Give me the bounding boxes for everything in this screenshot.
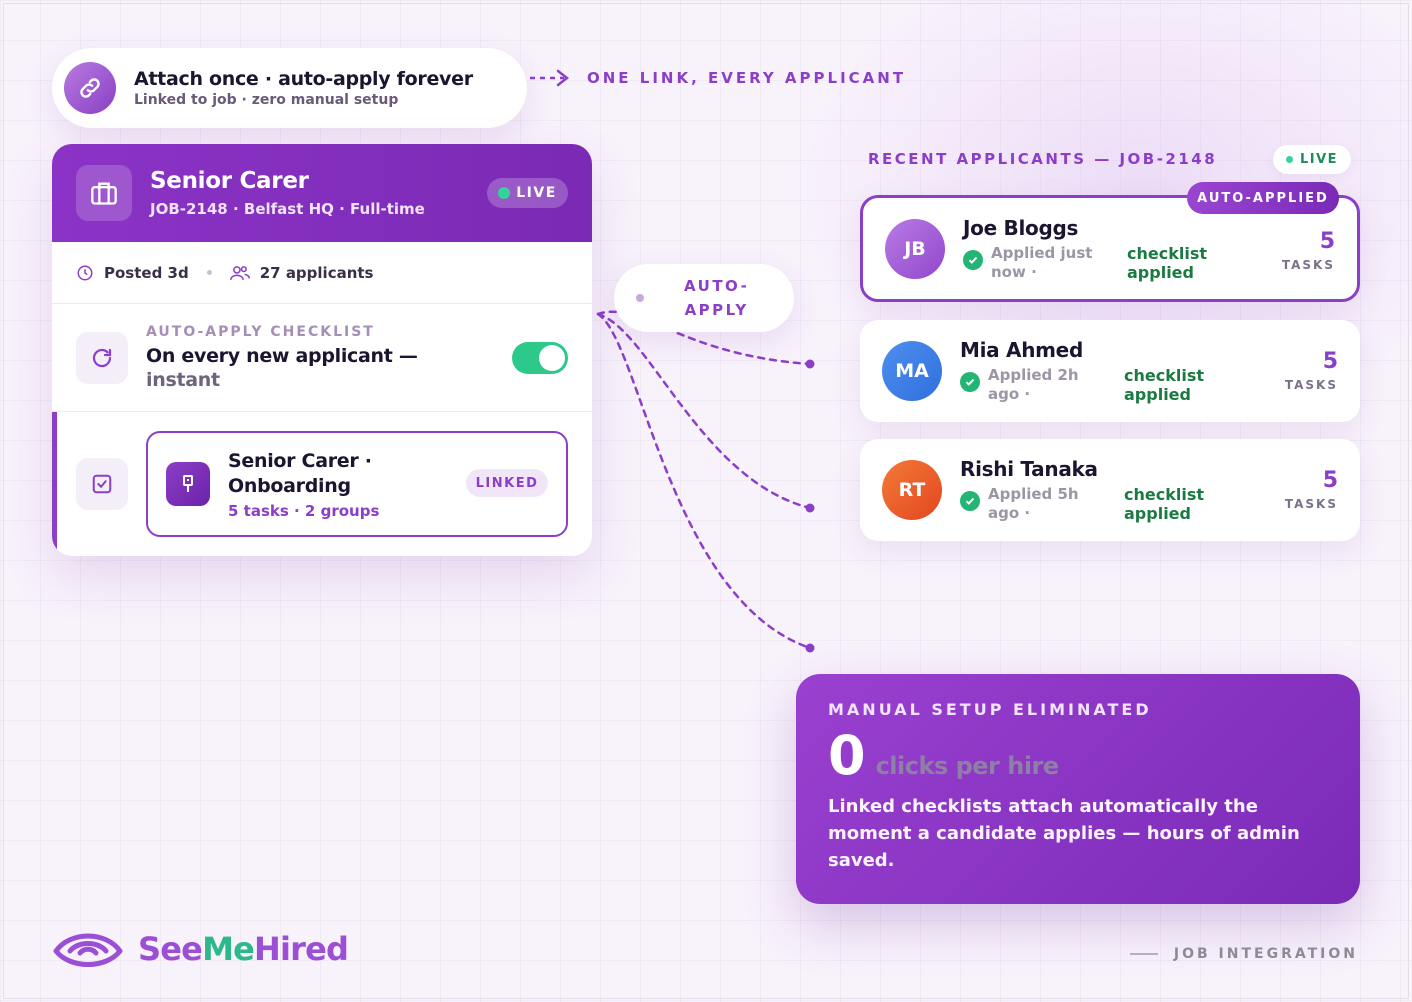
- task-count-label: TASKS: [1284, 497, 1338, 511]
- manual-setup-description: Linked checklists attach automatically t…: [828, 796, 1300, 871]
- task-count-label: TASKS: [1281, 258, 1335, 272]
- clicks-value: 0: [828, 724, 866, 787]
- live-dot-icon: [1285, 156, 1293, 163]
- logo-see: See: [138, 930, 203, 968]
- auto-apply-label: AUTO-APPLY CHECKLIST: [146, 323, 375, 340]
- users-icon: [229, 265, 250, 280]
- auto-apply-caption: AUTO- APPLY: [684, 274, 749, 322]
- connector-dot: [805, 359, 815, 369]
- job-card: Senior Carer JOB-2148 · Belfast HQ · Ful…: [52, 144, 592, 556]
- seemehired-logo: SeeMeHired: [52, 925, 349, 973]
- applied-time: Applied 5h ago ·: [988, 485, 1079, 522]
- job-subtitle: JOB-2148 · Belfast HQ · Full-time: [150, 200, 425, 218]
- task-count-value: 5: [1322, 349, 1338, 374]
- link-icon: [64, 62, 116, 114]
- clicks-unit: clicks per hire: [875, 752, 1060, 780]
- logo-me: Me: [202, 930, 255, 968]
- job-title: Senior Carer: [150, 168, 309, 194]
- applicant-name: Joe Bloggs: [963, 215, 1079, 240]
- meta-separator: [206, 270, 212, 275]
- task-count: 5 TASKS: [1284, 468, 1338, 512]
- task-count-value: 5: [1319, 229, 1335, 254]
- avatar: RT: [882, 460, 942, 520]
- avatar: MA: [882, 341, 942, 401]
- attach-pill: Attach once · auto-apply forever Linked …: [52, 48, 527, 128]
- checklist-status: checklist applied: [1124, 366, 1204, 404]
- linked-checklist-card[interactable]: Senior Carer · Onboarding 5 tasks · 2 gr…: [146, 431, 568, 537]
- bubble-dot: [636, 294, 644, 302]
- job-meta: Posted 3d 27 applicants: [52, 242, 592, 304]
- eye-logo-icon: [53, 933, 123, 967]
- footer-tag: JOB INTEGRATION: [1129, 946, 1358, 962]
- auto-apply-row: AUTO-APPLY CHECKLIST On every new applic…: [52, 304, 592, 412]
- check-circle-icon: [963, 249, 983, 270]
- auto-apply-text: On every new applicant — instant: [146, 344, 436, 392]
- linked-checklist-subtitle: 5 tasks · 2 groups: [228, 501, 380, 520]
- checklist-status: checklist applied: [1127, 243, 1207, 282]
- auto-applied-badge: AUTO-APPLIED: [1187, 182, 1339, 214]
- checklist-status: checklist applied: [1124, 485, 1204, 523]
- pin-icon: [166, 462, 210, 506]
- linked-checklist-title: Senior Carer · Onboarding: [228, 449, 372, 497]
- auto-apply-toggle[interactable]: [512, 342, 568, 374]
- job-header: Senior Carer JOB-2148 · Belfast HQ · Ful…: [52, 144, 592, 242]
- auto-apply-text-dim: instant: [146, 368, 220, 391]
- applied-time: Applied just now ·: [991, 243, 1093, 281]
- auto-apply-text-main: On every new applicant —: [146, 344, 418, 367]
- auto-apply-caption-line1: AUTO-: [684, 277, 750, 295]
- applicant-card-joe-bloggs[interactable]: AUTO-APPLIED JB Joe Bloggs Applied just …: [860, 182, 1360, 302]
- task-count: 5 TASKS: [1281, 229, 1335, 273]
- checkbox-icon: [76, 458, 128, 510]
- logo-hired: Hired: [254, 930, 349, 968]
- applicant-card-mia-ahmed[interactable]: MA Mia Ahmed Applied 2h ago · checklist …: [860, 320, 1360, 422]
- attach-subtitle: Linked to job · zero manual setup: [134, 92, 399, 108]
- task-count-label: TASKS: [1284, 378, 1338, 392]
- applied-time: Applied 2h ago ·: [988, 366, 1079, 403]
- footer-line: [1129, 953, 1158, 955]
- auto-apply-caption-line2: APPLY: [684, 301, 749, 319]
- recent-applicants-label: RECENT APPLICANTS — JOB-2148: [868, 150, 1218, 168]
- live-badge: LIVE: [487, 178, 568, 208]
- manual-setup-label: MANUAL SETUP ELIMINATED: [828, 700, 1152, 719]
- connector-dot: [805, 643, 815, 653]
- recent-live-badge: LIVE: [1273, 145, 1351, 174]
- applicant-name: Mia Ahmed: [960, 338, 1083, 362]
- recent-live-label: LIVE: [1299, 152, 1339, 167]
- applicant-card-rishi-tanaka[interactable]: RT Rishi Tanaka Applied 5h ago · checkli…: [860, 439, 1360, 541]
- briefcase-icon: [76, 165, 132, 221]
- refresh-icon: [76, 331, 128, 384]
- live-dot-icon: [498, 187, 511, 199]
- linked-badge: LINKED: [466, 469, 548, 497]
- avatar: JB: [885, 218, 945, 279]
- linked-checklist-row: Senior Carer · Onboarding 5 tasks · 2 gr…: [52, 412, 592, 556]
- attach-title: Attach once · auto-apply forever: [134, 68, 473, 90]
- check-circle-icon: [960, 491, 980, 511]
- connector-dot: [805, 503, 815, 513]
- applicant-name: Rishi Tanaka: [960, 457, 1098, 481]
- one-link-caption: ONE LINK, EVERY APPLICANT: [587, 69, 907, 87]
- posted-text: Posted 3d: [104, 263, 189, 282]
- auto-apply-bubble: AUTO- APPLY: [614, 264, 794, 332]
- footer-tag-text: JOB INTEGRATION: [1173, 946, 1358, 962]
- clock-icon: [77, 265, 93, 280]
- applicants-count: 27 applicants: [259, 263, 374, 282]
- logo-wordmark: SeeMeHired: [138, 930, 349, 968]
- live-label: LIVE: [516, 185, 557, 201]
- task-count-value: 5: [1322, 468, 1338, 493]
- check-circle-icon: [960, 372, 980, 392]
- task-count: 5 TASKS: [1284, 349, 1338, 393]
- manual-setup-card: MANUAL SETUP ELIMINATED 0 clicks per hir…: [796, 674, 1360, 904]
- arrow-right-icon: [530, 69, 570, 87]
